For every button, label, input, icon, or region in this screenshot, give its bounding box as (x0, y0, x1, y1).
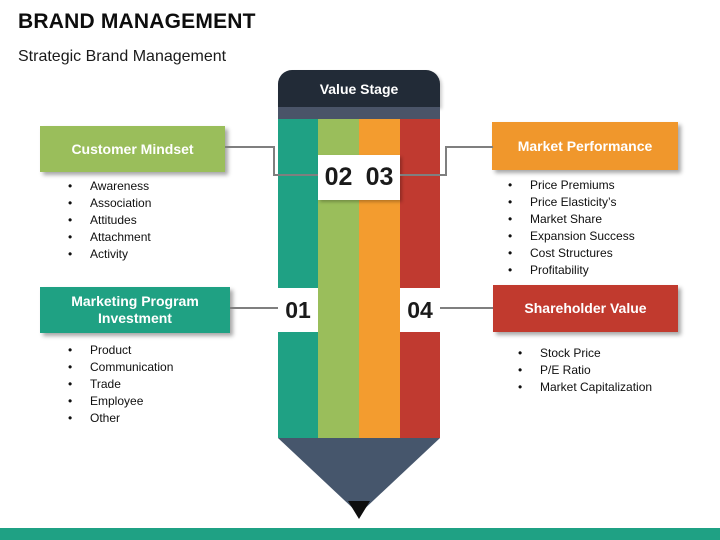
label-shareholder-value: Shareholder Value (493, 285, 678, 332)
list-item: Awareness (68, 178, 151, 195)
pencil-header-label: Value Stage (319, 80, 399, 97)
list-item: Market Capitalization (518, 379, 652, 396)
stage-number-03: 03 (365, 163, 394, 191)
list-item: Employee (68, 393, 173, 410)
list-item: Association (68, 195, 151, 212)
list-item: Stock Price (518, 345, 652, 362)
stripe-stage-01 (278, 119, 318, 438)
connector-marketing-program (230, 307, 278, 309)
list-shareholder-value: Stock Price P/E Ratio Market Capitalizat… (518, 345, 652, 396)
label-marketing-program-investment: Marketing Program Investment (40, 287, 230, 333)
connector-market-performance (400, 174, 447, 176)
list-customer-mindset: Awareness Association Attitudes Attachme… (68, 178, 151, 263)
list-item: Attitudes (68, 212, 151, 229)
connector-market-performance (445, 146, 493, 148)
stage-number-02: 02 (324, 163, 353, 191)
stage-number-04-box: 04 (400, 288, 440, 332)
list-item: Other (68, 410, 173, 427)
list-item: Communication (68, 359, 173, 376)
label-market-performance: Market Performance (492, 122, 678, 170)
list-item: Cost Structures (508, 245, 635, 262)
list-marketing-program-investment: Product Communication Trade Employee Oth… (68, 342, 173, 427)
footer-accent-bar (0, 528, 720, 540)
list-item: Product (68, 342, 173, 359)
pencil-ferrule (278, 107, 440, 119)
connector-customer-mindset (273, 146, 275, 176)
pencil-point (348, 501, 370, 519)
list-item: Expansion Success (508, 228, 635, 245)
connector-shareholder-value (440, 307, 493, 309)
stage-number-04: 04 (407, 296, 433, 323)
stripe-stage-04 (400, 119, 440, 438)
stage-number-02-03-box: 02 03 (318, 155, 400, 200)
list-item: Price Elasticity’s (508, 194, 635, 211)
list-item: Activity (68, 246, 151, 263)
connector-customer-mindset (225, 146, 273, 148)
list-item: Trade (68, 376, 173, 393)
page-title: BRAND MANAGEMENT (18, 10, 256, 33)
stage-number-01-box: 01 (278, 288, 318, 332)
list-market-performance: Price Premiums Price Elasticity’s Market… (508, 177, 635, 279)
page-subtitle: Strategic Brand Management (18, 48, 227, 65)
list-item: Profitability (508, 262, 635, 279)
list-item: Market Share (508, 211, 635, 228)
list-item: Price Premiums (508, 177, 635, 194)
list-item: P/E Ratio (518, 362, 652, 379)
label-customer-mindset: Customer Mindset (40, 126, 225, 172)
connector-market-performance (445, 146, 447, 176)
connector-customer-mindset (273, 174, 318, 176)
pencil-header: Value Stage (278, 70, 440, 107)
list-item: Attachment (68, 229, 151, 246)
stage-number-01: 01 (285, 296, 311, 323)
